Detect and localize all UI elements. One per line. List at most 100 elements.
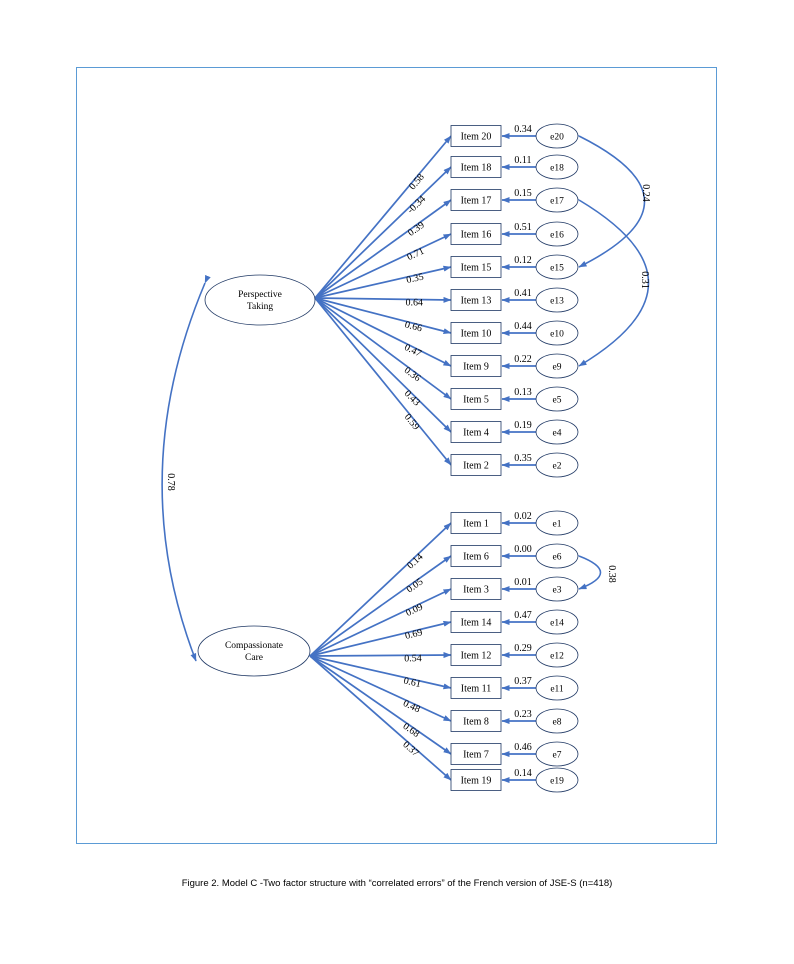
error-ellipse: [535, 386, 579, 412]
loading-label: 0.43: [402, 388, 422, 408]
error-label: e8: [553, 718, 562, 728]
item-box: [450, 125, 502, 147]
item-label: Item 16: [461, 230, 492, 241]
loading-label: 0.14: [405, 551, 425, 571]
residual-label: 0.00: [514, 544, 532, 555]
item-box: [450, 421, 502, 443]
item-box: [450, 454, 502, 476]
item-label: Item 12: [461, 651, 492, 662]
item-label: Item 18: [461, 163, 492, 174]
loading-label: 0.39: [406, 220, 427, 239]
path-arrows: [161, 129, 650, 783]
error-ellipse: [535, 254, 579, 280]
error-label: e3: [553, 586, 562, 596]
loading-label: 0.64: [405, 297, 423, 308]
loading-arrow: [314, 166, 452, 299]
item-box: [450, 256, 502, 278]
item-box: [450, 189, 502, 211]
residual-label: 0.14: [514, 768, 532, 779]
factor-label: Care: [245, 653, 263, 663]
error-label: e4: [553, 429, 562, 439]
error-label: e13: [550, 297, 564, 307]
error-ellipse: [535, 452, 579, 478]
factor-ellipse-perspective: [204, 274, 316, 326]
error-correlation-label: 0.38: [606, 565, 617, 583]
error-ellipse: [535, 221, 579, 247]
item-box: [450, 677, 502, 699]
loading-arrow: [314, 297, 452, 335]
loading-arrow: [314, 297, 452, 466]
loading-arrow: [314, 233, 452, 299]
item-label: Item 9: [463, 362, 489, 373]
item-box: [450, 743, 502, 765]
error-correlation-label: 0.31: [639, 271, 650, 289]
item-box: [450, 156, 502, 178]
loading-label: 0.36: [402, 365, 423, 384]
loading-label: 0.48: [401, 698, 421, 715]
loading-label: 0.68: [401, 721, 422, 740]
loading-arrow: [309, 655, 452, 690]
item-box: [450, 545, 502, 567]
error-ellipse: [535, 353, 579, 379]
diagram-labels: 0.78PerspectiveTakingCompassionateCare0.…: [165, 124, 651, 787]
residual-label: 0.12: [514, 255, 532, 266]
error-ellipse: [535, 419, 579, 445]
item-label: Item 6: [463, 552, 489, 563]
loading-label: 0.35: [405, 271, 425, 286]
error-ellipse: [535, 187, 579, 213]
residual-label: 0.13: [514, 387, 532, 398]
residual-label: 0.01: [514, 577, 532, 588]
item-label: Item 10: [461, 329, 492, 340]
error-label: e20: [550, 133, 564, 143]
loading-label: 0.54: [404, 653, 422, 664]
error-ellipse: [535, 576, 579, 602]
item-box: [450, 223, 502, 245]
loading-arrow: [309, 655, 452, 722]
residual-label: 0.51: [514, 222, 532, 233]
error-label: e1: [553, 520, 562, 530]
item-box: [450, 578, 502, 600]
loading-arrow: [314, 297, 452, 400]
loading-label: 0.59: [402, 412, 422, 433]
residual-label: 0.11: [514, 155, 531, 166]
loading-label: 0.71: [406, 246, 427, 263]
error-label: e14: [550, 619, 564, 629]
error-ellipse: [535, 767, 579, 793]
error-ellipse: [535, 543, 579, 569]
item-label: Item 14: [461, 618, 492, 629]
loading-arrow: [314, 199, 452, 299]
loading-arrow: [309, 655, 452, 755]
loading-label: 0.09: [404, 602, 425, 619]
error-correlation-arrow: [570, 550, 602, 590]
error-ellipse: [535, 708, 579, 734]
error-ellipse: [535, 741, 579, 767]
residual-label: 0.44: [514, 321, 532, 332]
error-ellipse: [535, 320, 579, 346]
residual-label: 0.35: [514, 453, 532, 464]
loading-arrow: [309, 655, 452, 781]
loading-arrow: [314, 296, 452, 303]
loading-arrow: [309, 555, 452, 657]
residual-label: 0.15: [514, 188, 532, 199]
residual-label: 0.47: [514, 610, 532, 621]
error-correlation-arrow: [571, 193, 650, 367]
item-label: Item 13: [461, 296, 492, 307]
item-label: Item 5: [463, 395, 489, 406]
item-label: Item 8: [463, 717, 489, 728]
item-box: [450, 644, 502, 666]
loading-label: 0.47: [402, 342, 423, 360]
error-ellipse: [535, 642, 579, 668]
error-label: e9: [553, 363, 562, 373]
error-ellipse: [535, 154, 579, 180]
error-ellipse: [535, 675, 579, 701]
item-box: [450, 322, 502, 344]
item-label: Item 11: [461, 684, 491, 695]
residual-label: 0.29: [514, 643, 532, 654]
loading-arrow: [314, 297, 452, 367]
factor-correlation-label: 0.78: [165, 473, 176, 491]
item-box: [450, 512, 502, 534]
loading-arrow: [309, 652, 452, 659]
error-correlation-label: 0.24: [640, 184, 651, 202]
error-label: e5: [553, 396, 562, 406]
